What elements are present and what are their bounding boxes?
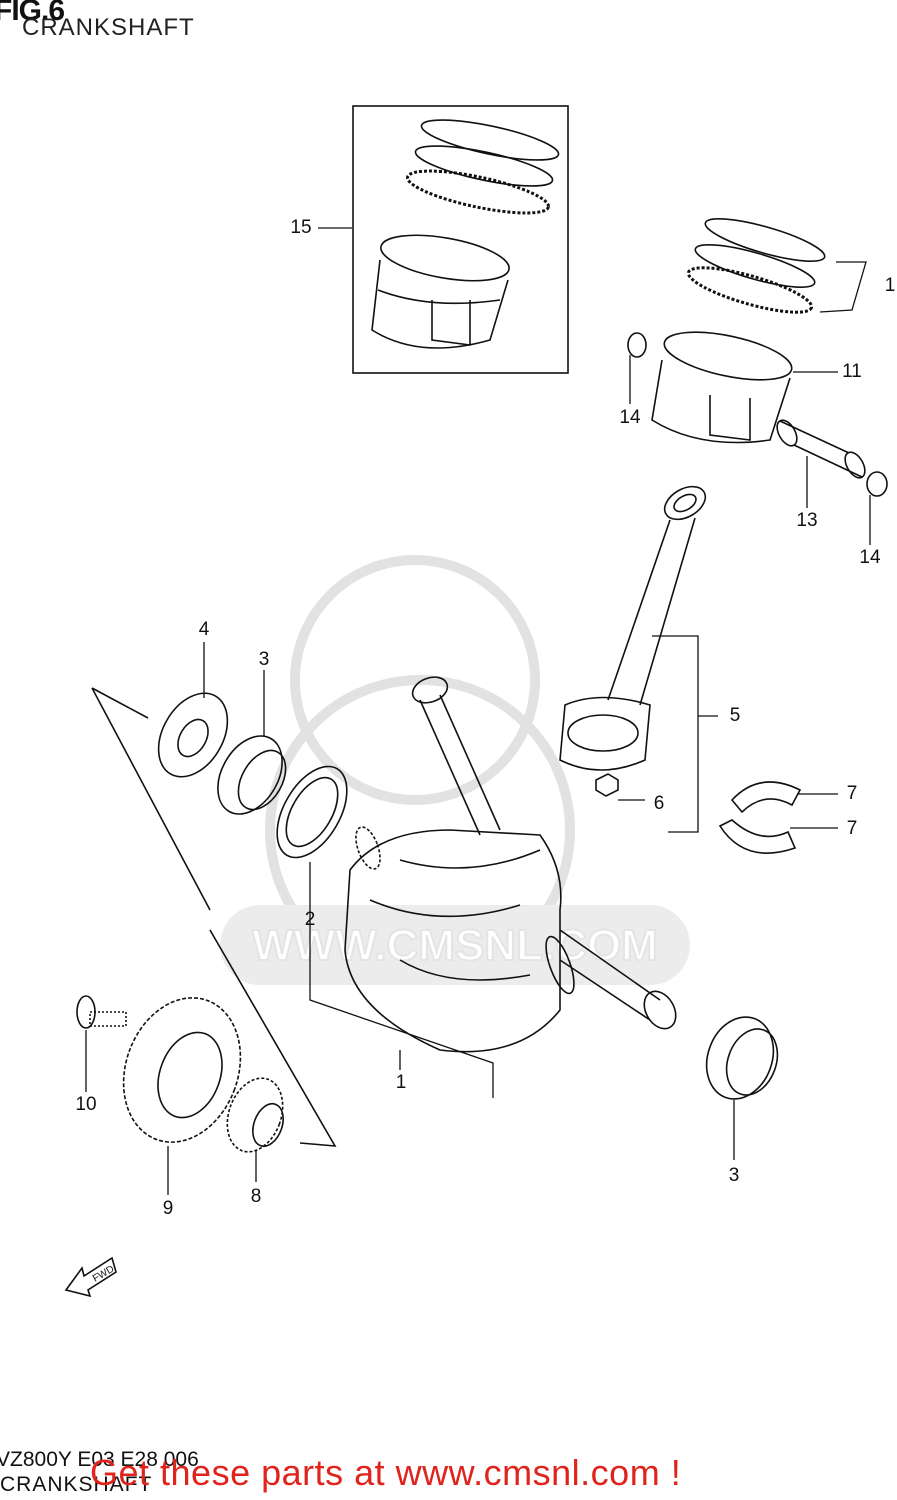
callout-12: 1 bbox=[884, 275, 896, 296]
connecting-rod-5 bbox=[559, 485, 707, 771]
crankshaft-1 bbox=[344, 676, 677, 1053]
bolt-10 bbox=[76, 995, 127, 1029]
callout-2: 2 bbox=[304, 909, 316, 930]
leader-lines bbox=[85, 227, 871, 1195]
callout-11: 11 bbox=[842, 361, 862, 382]
main-bearing-3-right bbox=[705, 1016, 779, 1100]
callout-15: 15 bbox=[290, 217, 312, 238]
figure-title: FIG.6 bbox=[0, 0, 65, 27]
drawing-code: VZ800Y E03 E28 006 bbox=[0, 1448, 199, 1471]
thrust-washer-2 bbox=[276, 765, 348, 859]
circlip-14-right bbox=[866, 471, 888, 497]
piston-rings-15 bbox=[406, 119, 560, 215]
callout-7-top: 7 bbox=[846, 783, 858, 804]
fwd-arrow-icon: FWD bbox=[64, 1256, 117, 1298]
callout-13: 13 bbox=[796, 510, 818, 531]
callout-7-bottom: 7 bbox=[846, 818, 858, 839]
callout-14-right: 14 bbox=[859, 547, 881, 568]
callout-9: 9 bbox=[162, 1198, 174, 1219]
bearings-7 bbox=[718, 781, 802, 854]
sprocket-8 bbox=[226, 1077, 284, 1153]
watermark-text: WWW.CMSNL.COM bbox=[252, 921, 658, 970]
watermark-logo bbox=[220, 555, 690, 985]
callout-3-right: 3 bbox=[728, 1165, 740, 1186]
piston-set-box bbox=[352, 105, 569, 374]
callout-5: 5 bbox=[729, 705, 741, 726]
nut-6 bbox=[595, 773, 619, 797]
thrust-washer-4 bbox=[157, 692, 229, 778]
callout-10: 10 bbox=[75, 1094, 97, 1115]
piston-11 bbox=[651, 331, 793, 444]
piston-rings-12 bbox=[686, 218, 826, 314]
parts-shop-link[interactable]: Get these parts at www.cmsnl.com ! bbox=[90, 1452, 682, 1493]
section-lines bbox=[91, 687, 337, 1147]
callout-4: 4 bbox=[198, 619, 210, 640]
piston-pin-13 bbox=[776, 419, 866, 479]
callout-1: 1 bbox=[395, 1072, 407, 1093]
callout-6: 6 bbox=[653, 793, 665, 814]
main-bearing-3-left bbox=[217, 735, 287, 815]
circlip-14-left bbox=[627, 332, 647, 358]
callout-14-left: 14 bbox=[619, 407, 641, 428]
primary-gear-9 bbox=[122, 997, 242, 1143]
figure-subtitle: CRANKSHAFT bbox=[22, 14, 195, 41]
piston-15 bbox=[371, 234, 510, 349]
callout-3-left: 3 bbox=[258, 649, 270, 670]
footer-subtitle: CRANKSHAFT bbox=[0, 1473, 153, 1496]
svg-text:FWD: FWD bbox=[91, 1264, 116, 1285]
callout-8: 8 bbox=[250, 1186, 262, 1207]
